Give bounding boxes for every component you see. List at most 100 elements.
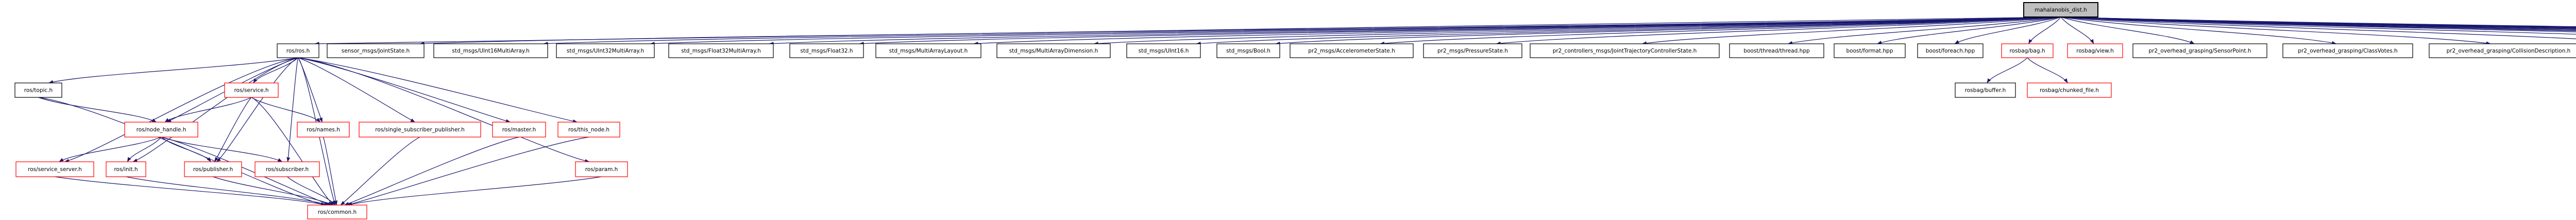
node-box[interactable]	[224, 82, 279, 98]
node-box[interactable]	[2001, 43, 2054, 58]
node-label: ros/subscriber.h	[266, 166, 309, 173]
node-chunked[interactable]: rosbag/chunked_file.h	[2027, 82, 2112, 98]
node-accel-state[interactable]: pr2_msgs/AccelerometerState.h	[1290, 43, 1414, 58]
node-box[interactable]	[1834, 43, 1906, 58]
edge-root-to-eigen_eigen	[2060, 16, 2576, 28]
node-box[interactable]	[2067, 43, 2123, 58]
node-box[interactable]	[1290, 43, 1414, 58]
edge-ssp-to-common	[340, 137, 420, 206]
node-box[interactable]	[106, 161, 146, 177]
node-box[interactable]	[307, 205, 367, 219]
node-box[interactable]	[575, 161, 628, 177]
node-this-node[interactable]: ros/this_node.h	[557, 122, 620, 138]
node-box[interactable]	[433, 43, 548, 58]
node-view[interactable]: rosbag/view.h	[2067, 43, 2123, 58]
node-names[interactable]: ros/names.h	[297, 122, 350, 138]
node-box[interactable]	[2023, 2, 2098, 18]
node-init[interactable]: ros/init.h	[106, 161, 146, 177]
node-label: boost/foreach.hpp	[1926, 48, 1975, 54]
edge-root-to-collision_desc	[2060, 16, 2491, 45]
node-box[interactable]	[996, 43, 1111, 58]
node-topic[interactable]: ros/topic.h	[14, 82, 62, 98]
node-label: std_msgs/Bool.h	[1226, 48, 1270, 54]
node-class-votes[interactable]: pr2_overhead_grasping/ClassVotes.h	[2282, 43, 2413, 58]
node-label: pr2_controllers_msgs/JointTrajectoryCont…	[1553, 48, 1697, 54]
node-box[interactable]	[1530, 43, 1720, 58]
node-ros-ros[interactable]: ros/ros.h	[277, 43, 319, 58]
node-box[interactable]	[2282, 43, 2413, 58]
node-box[interactable]	[297, 122, 350, 138]
edge-root-to-multi_layout	[973, 16, 2061, 46]
node-common[interactable]: ros/common.h	[307, 205, 367, 219]
node-multi-layout[interactable]: std_msgs/MultiArrayLayout.h	[875, 43, 981, 58]
node-box[interactable]	[277, 43, 319, 58]
node-uint32-multi[interactable]: std_msgs/UInt32MultiArray.h	[556, 43, 655, 58]
node-box[interactable]	[14, 82, 62, 98]
node-box[interactable]	[2027, 82, 2112, 98]
node-box[interactable]	[556, 43, 655, 58]
node-bag[interactable]: rosbag/bag.h	[2001, 43, 2054, 58]
node-box[interactable]	[2132, 43, 2267, 58]
node-bool[interactable]: std_msgs/Bool.h	[1216, 43, 1280, 58]
node-uint16-multi[interactable]: std_msgs/UInt16MultiArray.h	[433, 43, 548, 58]
node-box[interactable]	[15, 161, 94, 177]
node-format[interactable]: boost/format.hpp	[1834, 43, 1906, 58]
node-box[interactable]	[789, 43, 864, 58]
node-box[interactable]	[1917, 43, 1984, 58]
node-box[interactable]	[124, 122, 198, 138]
node-box[interactable]	[492, 122, 546, 138]
node-service-server[interactable]: ros/service_server.h	[15, 161, 94, 177]
node-box[interactable]	[875, 43, 981, 58]
node-node-handle[interactable]: ros/node_handle.h	[124, 122, 198, 138]
edge-bag-to-chunked	[2027, 57, 2068, 83]
edge-root-to-pressure_state	[1496, 16, 2061, 45]
edge-root-to-accel_state	[1380, 16, 2061, 45]
edge-root-to-roslib_header	[2060, 16, 2576, 32]
node-uint16[interactable]: std_msgs/UInt16.h	[1126, 43, 1201, 58]
node-collision-desc[interactable]: pr2_overhead_grasping/CollisionDescripti…	[2429, 43, 2576, 58]
edge-node_handle-to-subscriber	[161, 137, 283, 162]
edge-ros_ros-to-ssp	[298, 57, 415, 123]
node-box[interactable]	[1423, 43, 1522, 58]
node-box[interactable]	[359, 122, 481, 138]
edge-root-to-vector	[2060, 16, 2576, 28]
node-float32[interactable]: std_msgs/Float32.h	[789, 43, 864, 58]
node-box[interactable]	[1955, 82, 2016, 98]
node-sensor-point[interactable]: pr2_overhead_grasping/SensorPoint.h	[2132, 43, 2267, 58]
node-publisher[interactable]: ros/publisher.h	[184, 161, 242, 177]
edge-root-to-uint32_multi	[650, 16, 2061, 46]
node-foreach[interactable]: boost/foreach.hpp	[1917, 43, 1984, 58]
node-box[interactable]	[668, 43, 774, 58]
edge-init-to-common	[126, 176, 329, 206]
node-box[interactable]	[1216, 43, 1280, 58]
node-joint-state[interactable]: sensor_msgs/JointState.h	[327, 43, 425, 58]
node-box[interactable]	[184, 161, 242, 177]
node-master[interactable]: ros/master.h	[492, 122, 546, 138]
node-box[interactable]	[327, 43, 425, 58]
node-root[interactable]: mahalanobis_dist.h	[2023, 2, 2098, 18]
node-float32-multi[interactable]: std_msgs/Float32MultiArray.h	[668, 43, 774, 58]
node-buffer[interactable]: rosbag/buffer.h	[1955, 82, 2016, 98]
node-box[interactable]	[1126, 43, 1201, 58]
edge-topic-to-common	[38, 97, 326, 206]
edge-ros_ros-to-master	[298, 57, 511, 123]
node-jtcs[interactable]: pr2_controllers_msgs/JointTrajectoryCont…	[1530, 43, 1720, 58]
node-service[interactable]: ros/service.h	[224, 82, 279, 98]
node-ssp[interactable]: ros/single_subscriber_publisher.h	[359, 122, 481, 138]
node-subscriber[interactable]: ros/subscriber.h	[255, 161, 320, 177]
edge-bag-to-buffer	[1987, 57, 2028, 83]
node-param[interactable]: ros/param.h	[575, 161, 628, 177]
edge-service_server-to-common	[55, 176, 327, 206]
node-box[interactable]	[2429, 43, 2576, 58]
edge-subscriber-to-common	[287, 176, 336, 206]
edge-root-to-package	[2060, 16, 2576, 31]
node-box[interactable]	[255, 161, 320, 177]
node-box[interactable]	[557, 122, 620, 138]
node-box[interactable]	[1729, 43, 1824, 58]
node-thread[interactable]: boost/thread/thread.hpp	[1729, 43, 1824, 58]
edge-root-to-float32	[859, 16, 2061, 46]
node-label: rosbag/buffer.h	[1965, 88, 2006, 94]
node-pressure-state[interactable]: pr2_msgs/PressureState.h	[1423, 43, 1522, 58]
node-multi-dim[interactable]: std_msgs/MultiArrayDimension.h	[996, 43, 1111, 58]
